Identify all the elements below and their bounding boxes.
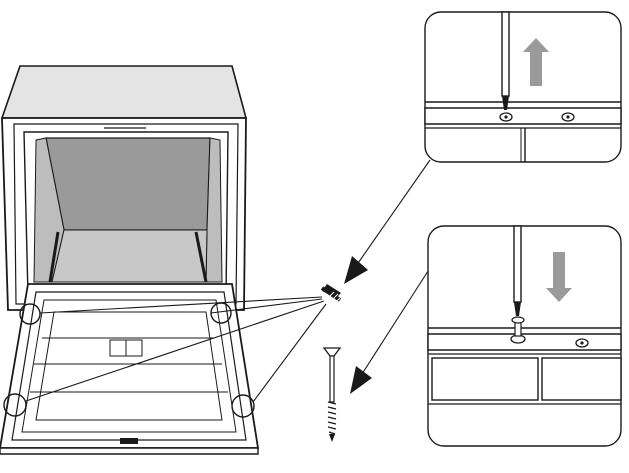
callout-remove-screw — [424, 11, 622, 163]
screwdriver — [513, 225, 522, 316]
callout-arrows — [344, 159, 431, 394]
short-screw — [320, 284, 342, 307]
mount-point-bottom-right — [231, 394, 255, 418]
tub-cavity — [45, 137, 211, 231]
mount-point-bottom-left — [3, 393, 27, 417]
arrow-up-icon — [523, 38, 549, 86]
leader-lines — [25, 296, 327, 403]
long-screw — [322, 347, 342, 442]
screwdriver — [501, 11, 510, 110]
dishwasher — [0, 65, 260, 455]
mount-point-top-left — [19, 303, 41, 325]
arrow-down-icon — [546, 252, 572, 302]
callout-arrowhead-bottom — [350, 366, 372, 394]
callout-arrowhead-top — [344, 256, 368, 284]
cabinet-top — [0, 65, 248, 119]
callout-insert-screw — [427, 225, 622, 447]
